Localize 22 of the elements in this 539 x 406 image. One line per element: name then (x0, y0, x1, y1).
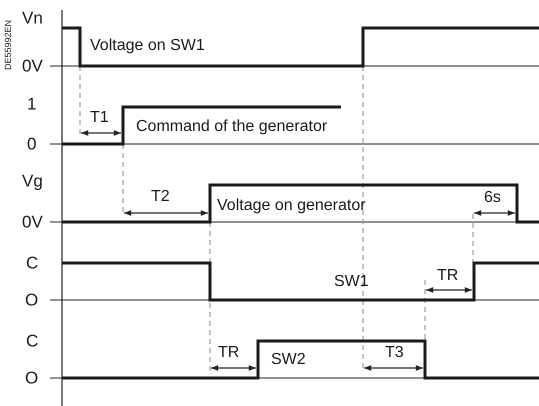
level-label: Vn (22, 10, 43, 26)
time-label: T3 (385, 345, 404, 361)
time-label: 6s (484, 190, 501, 206)
level-label: C (26, 332, 38, 350)
signal-label: Command of the generator (136, 119, 328, 135)
level-label: O (25, 292, 38, 308)
signal-label: SW2 (271, 352, 306, 368)
signal-label: Voltage on SW1 (90, 38, 205, 54)
level-label: 0V (22, 58, 43, 74)
time-label: TR (437, 268, 458, 284)
signal-label: Voltage on generator (217, 198, 366, 214)
reference-code: DE55992EN (4, 20, 13, 70)
level-label: Vg (22, 172, 43, 190)
level-label: 0V (22, 214, 43, 230)
level-label: 0 (27, 136, 36, 152)
time-label: TR (218, 345, 240, 361)
level-label: C (26, 254, 38, 272)
level-label: O (25, 370, 38, 386)
time-label: T1 (90, 110, 109, 126)
level-label: 1 (27, 96, 36, 112)
time-label: T2 (151, 189, 170, 205)
signal-label: SW1 (334, 274, 369, 290)
